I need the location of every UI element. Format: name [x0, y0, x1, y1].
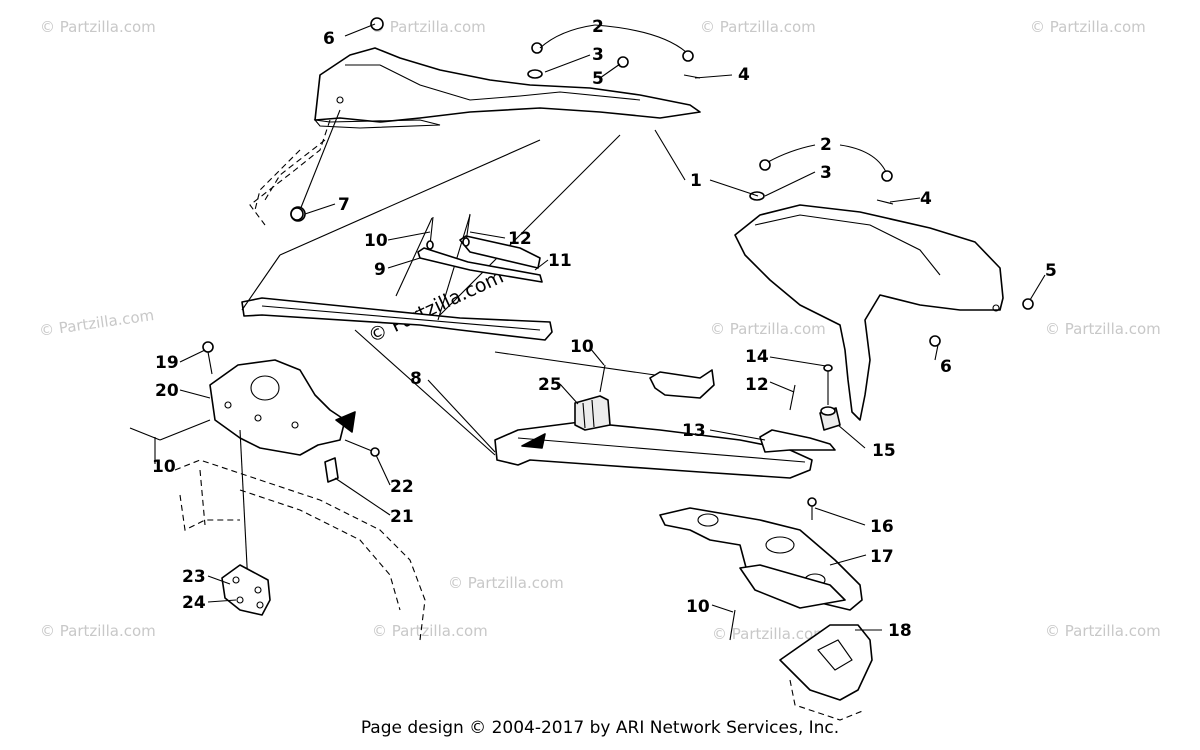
pin-12-a [462, 213, 471, 247]
lower-rail-8 [354, 329, 813, 479]
watermark: © Partzilla.com [1045, 320, 1161, 338]
callout-12-top: 12 [508, 229, 532, 249]
callout-15: 15 [872, 441, 896, 461]
plate-23-24 [221, 564, 271, 616]
rubber-block-25 [574, 395, 611, 431]
callout-5-top: 5 [592, 69, 604, 89]
callout-4-right: 4 [920, 189, 932, 209]
callout-10-top: 10 [364, 231, 388, 251]
callout-18: 18 [888, 621, 912, 641]
callout-2-right: 2 [820, 135, 832, 155]
callout-21: 21 [390, 507, 414, 527]
callout-16: 16 [870, 517, 894, 537]
callout-3-right: 3 [820, 163, 832, 183]
watermark: © Partzilla.com [712, 625, 828, 643]
upper-right-cover [734, 204, 1004, 421]
callout-17: 17 [870, 547, 894, 567]
watermark-center: © Partzilla.com [365, 266, 507, 348]
watermark: © Partzilla.com [448, 574, 564, 592]
callout-10-center: 10 [570, 337, 594, 357]
callout-23: 23 [182, 567, 206, 587]
watermark: © Partzilla.com [372, 622, 488, 640]
callout-5-right: 5 [1045, 261, 1057, 281]
callout-10-bottom: 10 [686, 597, 710, 617]
callout-6-right: 6 [940, 357, 952, 377]
watermark: © Partzilla.com [40, 18, 156, 36]
bracket-13 [649, 369, 836, 453]
callout-13: 13 [682, 421, 706, 441]
callout-9: 9 [374, 260, 386, 280]
grommet-15 [819, 406, 841, 431]
callout-24: 24 [182, 593, 206, 613]
watermark: © Partzilla.com [38, 306, 155, 340]
watermark: © Partzilla.com [1030, 18, 1146, 36]
callout-1: 1 [690, 171, 702, 191]
callout-leaders [154, 23, 1046, 631]
upper-left-cover [249, 47, 701, 226]
watermark: © Partzilla.com [40, 622, 156, 640]
callout-25: 25 [538, 375, 562, 395]
footer-copyright: Page design © 2004-2017 by ARI Network S… [360, 718, 840, 738]
mount-bracket-20 [209, 359, 356, 456]
callout-22: 22 [390, 477, 414, 497]
hardware-misc [129, 17, 1034, 641]
callout-14: 14 [745, 347, 769, 367]
watermark: © Partzilla.com [710, 320, 826, 338]
callout-4-top: 4 [738, 65, 750, 85]
callout-labels: 6 2 3 5 4 1 2 3 4 7 10 12 9 11 5 6 10 14… [152, 17, 1057, 641]
pin-10-a [426, 216, 434, 250]
frame-left [159, 419, 426, 641]
callout-11: 11 [548, 251, 572, 271]
bolt-14 [823, 364, 833, 405]
watermark: © Partzilla.com [1045, 622, 1161, 640]
watermark: © Partzilla.com [370, 18, 486, 36]
callout-3-top: 3 [592, 45, 604, 65]
angle-bracket-9-11 [417, 235, 543, 283]
lower-bracket-17 [659, 497, 863, 611]
plate-18 [779, 624, 873, 721]
callout-19: 19 [155, 353, 179, 373]
watermark: © Partzilla.com [700, 18, 816, 36]
callout-6-top: 6 [323, 29, 335, 49]
callout-10-left: 10 [152, 457, 176, 477]
callout-8: 8 [410, 369, 422, 389]
left-rail-bracket [241, 134, 621, 341]
callout-7: 7 [338, 195, 350, 215]
callout-20: 20 [155, 381, 179, 401]
callout-2-top: 2 [592, 17, 604, 37]
callout-12-center: 12 [745, 375, 769, 395]
